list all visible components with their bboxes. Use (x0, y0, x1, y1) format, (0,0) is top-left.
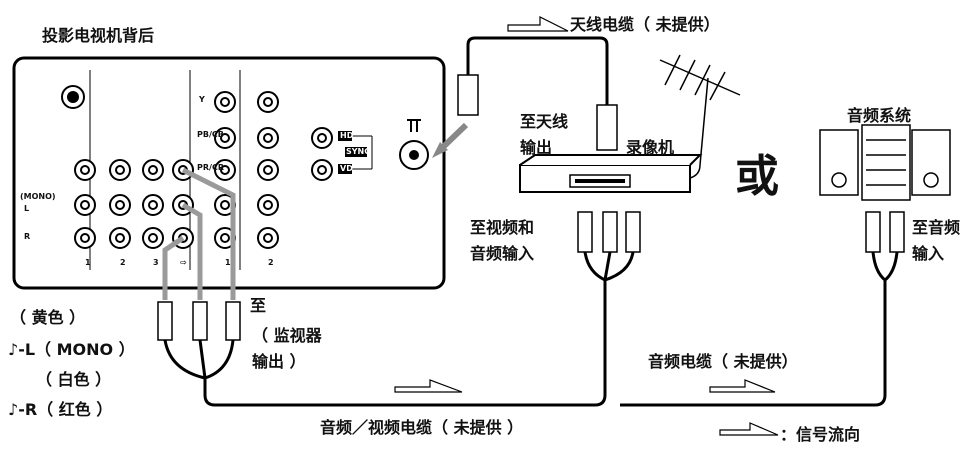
monitor-out-cables (162, 167, 236, 300)
to-audio-in-label-2: 输入 (912, 244, 945, 263)
page-title: 投影电视机背后 (42, 26, 155, 45)
av-cable-label: 音频／视频电缆（ 未提供 ） (320, 418, 524, 437)
panel-pr-label: PR/CR (197, 163, 224, 172)
signal-arrow (437, 122, 469, 153)
av-cable (163, 280, 607, 407)
antenna-cable (466, 36, 609, 105)
antenna-out-label: 至天线 (520, 112, 569, 131)
panel-in2-label: 2 (120, 258, 126, 267)
monitor-out-label-2: 输出 ） (252, 352, 306, 371)
white-label: （ 白色 ） (36, 370, 112, 389)
panel-pb-label: PB/CB (197, 130, 224, 139)
audio-plugs (865, 211, 905, 253)
or-label: 或 (735, 151, 779, 202)
vcr-label: 录像机 (626, 138, 675, 157)
panel-out-label: ⇨ (180, 258, 187, 267)
panel-y-label: Y (199, 95, 205, 104)
av-plugs-left (157, 301, 241, 341)
roof-antenna (659, 54, 741, 179)
to-monitor-label: 至 (250, 296, 267, 315)
antenna-out-label-2: 输出 (520, 138, 553, 157)
antenna-jack (399, 119, 429, 170)
audio-cable (620, 251, 899, 407)
audio-system-label: 音频系统 (847, 106, 912, 125)
vcr-plugs (577, 211, 641, 253)
vcr-device (519, 154, 703, 193)
antenna-cable-label: 天线电缆（ 未提供） (570, 15, 720, 34)
panel-in5-label: 2 (268, 258, 274, 267)
signal-flow-label: ：信号流向 (780, 425, 861, 444)
to-video-audio-in-label: 至视频和 (470, 218, 535, 237)
panel-in1-label: 1 (85, 258, 91, 267)
panel-mono-label: (MONO) (20, 192, 56, 201)
l-mono-label: ♪-L（ MONO ） (8, 340, 135, 359)
to-video-audio-in-label-2: 音频输入 (470, 244, 535, 263)
panel-l-label: L (24, 204, 30, 213)
panel-vd-label: VD (340, 164, 353, 173)
yellow-label: （ 黄色 ） (10, 308, 86, 327)
component-1-jacks (214, 91, 236, 249)
panel-hd-label: HD (340, 131, 354, 140)
component-2-jacks (257, 91, 333, 249)
panel-r-label: R (24, 232, 31, 241)
s-video-jack (61, 85, 85, 109)
r-red-label: ♪-R（ 红色 ） (8, 400, 113, 419)
to-audio-in-label: 至音频 (912, 218, 961, 237)
panel-sync-label: SYNC (346, 147, 371, 156)
panel-in3-label: 3 (153, 258, 159, 267)
flow-arrows (394, 16, 779, 436)
monitor-out-label-1: （ 监视器 (252, 326, 322, 345)
audio-cable-label: 音频电缆（ 未提供） (648, 352, 798, 371)
panel-in4-label: 1 (225, 258, 231, 267)
audio-system-device (819, 124, 951, 201)
